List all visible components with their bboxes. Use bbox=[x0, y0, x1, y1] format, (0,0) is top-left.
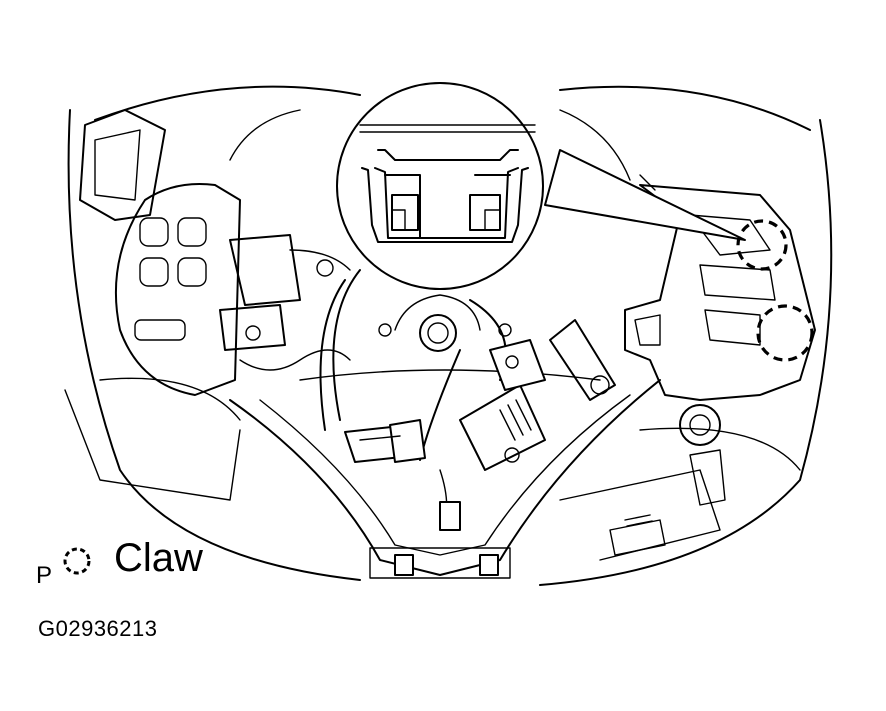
claw-marker-lower bbox=[758, 306, 812, 360]
dashed-circle-icon bbox=[63, 547, 91, 575]
legend-label: Claw bbox=[114, 536, 203, 580]
wire-harness bbox=[321, 270, 506, 530]
figure-id: G02936213 bbox=[38, 616, 158, 641]
steering-pad-switch-right bbox=[625, 175, 815, 445]
claw-detail-callout bbox=[337, 83, 745, 289]
right-lower-trim bbox=[610, 450, 725, 555]
center-connector-right bbox=[460, 340, 545, 470]
center-spoke bbox=[230, 295, 660, 578]
right-bracket bbox=[550, 320, 615, 400]
left-switch-connector bbox=[220, 235, 350, 370]
steering-pad-switch-left bbox=[116, 184, 240, 395]
claw-marker-upper bbox=[738, 221, 786, 269]
column-shroud-left bbox=[80, 110, 165, 220]
steering-wheel-rim bbox=[65, 87, 831, 585]
center-connector-left bbox=[345, 420, 425, 462]
legend-prefix: P bbox=[36, 562, 53, 589]
